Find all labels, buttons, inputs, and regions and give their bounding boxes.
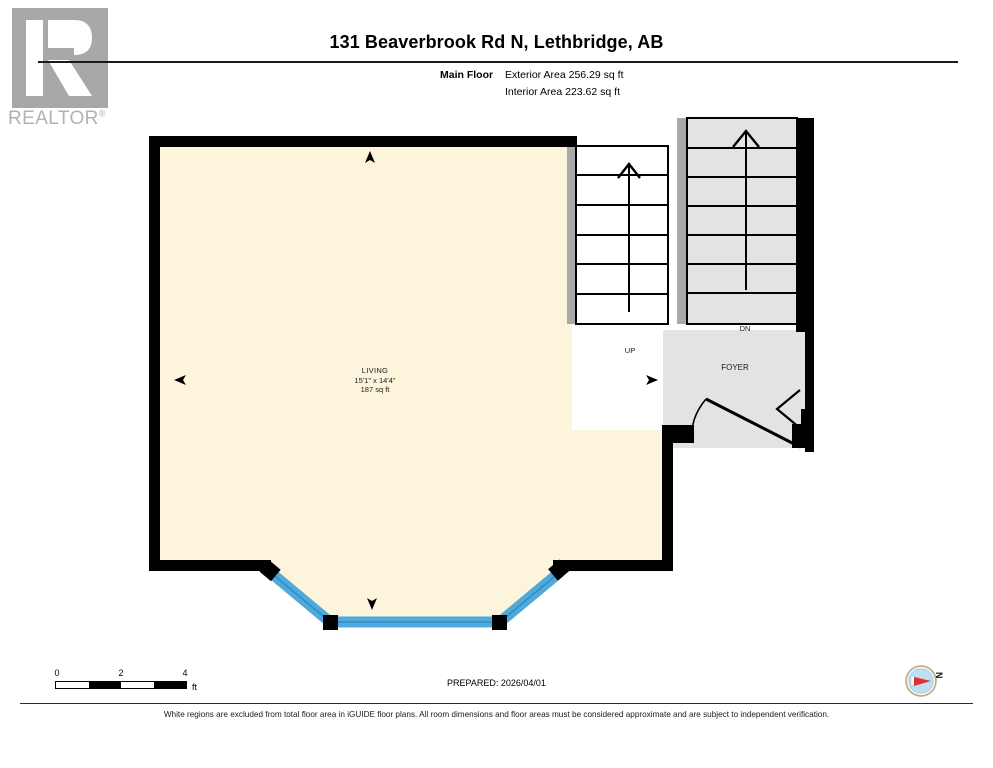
compass-icon: N (905, 665, 944, 697)
living-room-fill (159, 146, 672, 624)
realtor-r-mark (26, 20, 92, 96)
foyer-lower-fill (673, 425, 802, 440)
wall-bottom-left (149, 560, 271, 571)
view-marker-north (365, 151, 375, 163)
view-marker-east (646, 375, 658, 385)
room-label-living: LIVING 15'1" x 14'4" 187 sq ft (320, 366, 430, 395)
stair-label-down: DN (739, 324, 751, 333)
realtor-wordmark: REALTOR (8, 108, 99, 129)
wall-top (149, 136, 577, 147)
interior-area-text: Interior Area 223.62 sq ft (505, 86, 620, 98)
wall-block-foyer-right (792, 424, 814, 448)
room-label-foyer: FOYER (721, 363, 749, 372)
scale-tick-0: 0 (54, 668, 60, 678)
scale-seg-4 (153, 682, 186, 688)
header-divider (38, 61, 958, 63)
wall-block-foyer-right-upper (801, 409, 814, 429)
wall-stair-right-cap (796, 118, 814, 130)
wall-gray-stair-left (567, 146, 576, 324)
foyer-fill-lower (663, 330, 810, 448)
wall-block-foyer-left (668, 425, 694, 443)
bay-window (259, 559, 570, 630)
exterior-area-text: Exterior Area 256.29 sq ft (505, 69, 624, 81)
scale-tick-2: 2 (118, 668, 124, 678)
view-marker-west (174, 375, 186, 385)
wall-foyer-right (805, 330, 814, 452)
living-dimensions: 15'1" x 14'4" (354, 375, 396, 385)
prepared-date: PREPARED: 2026/04/01 (447, 678, 546, 688)
compass-rose: N (900, 658, 946, 702)
footer-divider (20, 703, 973, 704)
staircase-up-left (575, 145, 669, 325)
scale-tick-4: 4 (182, 668, 188, 678)
compass-north-label: N (934, 672, 944, 679)
scale-bar-graphic (55, 681, 187, 689)
staircase-down-right (686, 117, 798, 325)
page-title: 131 Beaverbrook Rd N, Lethbridge, AB (329, 32, 664, 52)
registered-mark: ® (98, 108, 106, 119)
wall-stair-right (796, 118, 814, 332)
disclaimer-text: White regions are excluded from total fl… (163, 710, 830, 719)
stair-label-up: UP (624, 346, 636, 355)
wall-left (149, 136, 160, 571)
scale-bar: 0 2 4 ft (54, 668, 200, 698)
wall-gray-stair-mid (677, 118, 687, 324)
scale-seg-2 (88, 682, 121, 688)
wall-nub-stair (567, 136, 577, 147)
wall-bottom-right (553, 560, 673, 571)
living-name: LIVING (361, 366, 389, 375)
wall-living-right-lower (662, 425, 673, 571)
floor-label: Main Floor (440, 69, 494, 81)
realtor-logo-text: REALTOR® (8, 108, 128, 130)
closet-bifold-door (775, 389, 801, 429)
living-area: 187 sq ft (360, 385, 390, 394)
view-marker-south (367, 598, 377, 610)
scale-unit-label: ft (192, 682, 198, 692)
realtor-logo: REALTOR® (8, 8, 128, 133)
